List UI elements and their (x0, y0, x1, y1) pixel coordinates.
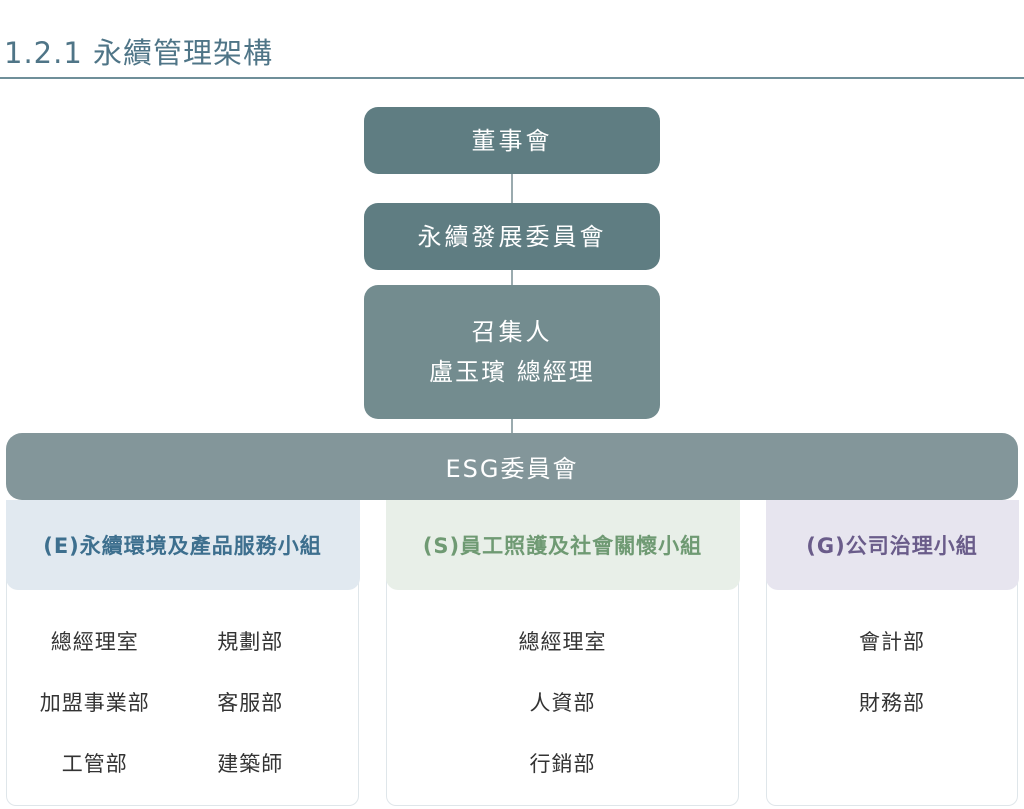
group-header: (E)永續環境及產品服務小組 (5, 500, 360, 590)
group-title: (E)永續環境及產品服務小組 (43, 534, 322, 558)
board-box: 董事會 (364, 107, 660, 174)
group-social: (S)員工照護及社會關懷小組 總經理室 人資部 行銷部 (385, 500, 740, 806)
group-header: (G)公司治理小組 (765, 500, 1019, 590)
board-label: 董事會 (471, 126, 553, 155)
title-divider (0, 77, 1024, 79)
group-environment: (E)永續環境及產品服務小組 總經理室 規劃部 加盟事業部 客服部 工管部 建築… (5, 500, 360, 806)
department-item: 工管部 (61, 752, 128, 776)
group-governance: (G)公司治理小組 會計部 財務部 (765, 500, 1019, 806)
department-item: 總經理室 (518, 630, 607, 654)
group-header: (S)員工照護及社會關懷小組 (385, 500, 740, 590)
convener-role: 召集人 (471, 318, 553, 346)
department-item: 人資部 (529, 691, 596, 715)
department-item: 財務部 (859, 691, 925, 715)
department-item: 會計部 (859, 630, 925, 654)
department-item: 建築師 (217, 752, 284, 776)
committee-label: 永續發展委員會 (417, 222, 607, 251)
department-item: 加盟事業部 (39, 691, 150, 715)
sustainability-committee-box: 永續發展委員會 (364, 203, 660, 270)
esg-committee-bar: ESG委員會 (6, 433, 1018, 500)
department-item: 客服部 (217, 691, 284, 715)
convener-box: 召集人 盧玉璸 總經理 (364, 285, 660, 419)
esg-label: ESG委員會 (445, 455, 579, 483)
group-title: (S)員工照護及社會關懷小組 (422, 534, 703, 558)
department-item: 總經理室 (50, 630, 139, 654)
convener-name: 盧玉璸 總經理 (429, 358, 595, 386)
department-item: 行銷部 (529, 752, 596, 776)
department-item: 規劃部 (217, 630, 284, 654)
page-title: 1.2.1 永續管理架構 (4, 36, 274, 70)
group-title: (G)公司治理小組 (806, 534, 978, 558)
